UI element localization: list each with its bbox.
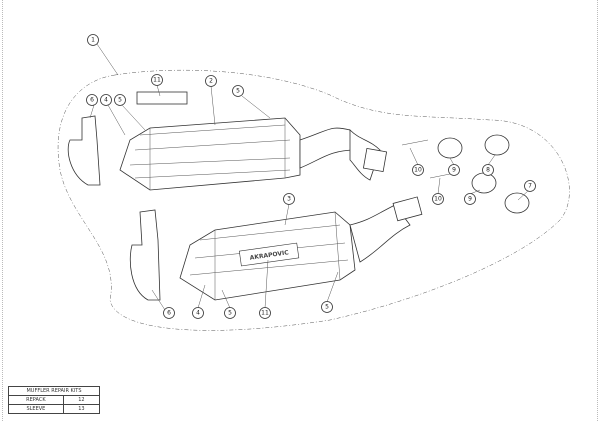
gasket-upper: [437, 137, 463, 159]
clamp-upper: [484, 134, 510, 156]
table-title: MUFFLER REPAIR KITS: [8, 386, 100, 396]
callout-clamp-upper: 8: [482, 164, 494, 176]
callout-number: 5: [325, 304, 329, 311]
callout-badge-upper: 11: [151, 74, 163, 86]
kit-boundary: [57, 69, 570, 331]
callout-number: 4: [104, 97, 108, 104]
callout-number: 11: [153, 77, 161, 84]
lower-bracket: [129, 209, 161, 301]
clamp-lower: [504, 192, 530, 214]
kit-part-number: 13: [62, 404, 101, 414]
callout-number: 4: [196, 310, 200, 317]
callout-spring-upper: 10: [412, 164, 424, 176]
callout-upper-bracket: 6: [86, 94, 98, 106]
callout-number: 3: [287, 196, 291, 203]
upper-bracket: [67, 115, 101, 186]
callout-number: 7: [528, 183, 532, 190]
callout-lower-rear-band: 5: [321, 301, 333, 313]
callout-number: 5: [228, 310, 232, 317]
callout-number: 2: [209, 78, 213, 85]
callout-number: 5: [118, 97, 122, 104]
callout-gasket-upper: 9: [448, 164, 460, 176]
callout-number: 1: [91, 37, 95, 44]
callout-number: 6: [167, 310, 171, 317]
callout-clamp-lower: 7: [524, 180, 536, 192]
callout-number: 10: [414, 167, 422, 174]
leader-lines: [89, 43, 529, 311]
callout-lower-front-band: 5: [224, 307, 236, 319]
lower-muffler: AKRAPOVIC: [179, 196, 423, 301]
callout-number: 6: [90, 97, 94, 104]
callout-upper-muffler: 2: [205, 75, 217, 87]
callout-upper-rear-band: 5: [232, 85, 244, 97]
callout-upper-front-band: 5: [114, 94, 126, 106]
callout-number: 9: [468, 196, 472, 203]
kit-name: REPACK: [8, 395, 64, 405]
callout-gasket-lower: 9: [464, 193, 476, 205]
callout-lower-end-cap: 4: [192, 307, 204, 319]
callout-number: 9: [452, 167, 456, 174]
callout-number: 8: [486, 167, 490, 174]
callout-spring-lower: 10: [432, 193, 444, 205]
callout-upper-end-cap: 4: [100, 94, 112, 106]
kit-name: SLEEVE: [8, 404, 64, 414]
callout-lower-muffler: 3: [283, 193, 295, 205]
callout-lower-bracket: 6: [163, 307, 175, 319]
kit-part-number: 12: [62, 395, 101, 405]
brand-logo: AKRAPOVIC: [238, 242, 300, 267]
spring-upper: [401, 139, 429, 146]
callout-badge-lower: 11: [259, 307, 271, 319]
upper-muffler: [119, 117, 388, 191]
callout-muffler-kit-assembly: 1: [87, 34, 99, 46]
callout-number: 5: [236, 88, 240, 95]
badge-upper: [136, 91, 188, 105]
callout-number: 10: [434, 196, 442, 203]
gasket-lower: [471, 172, 497, 194]
callout-number: 11: [261, 310, 269, 317]
